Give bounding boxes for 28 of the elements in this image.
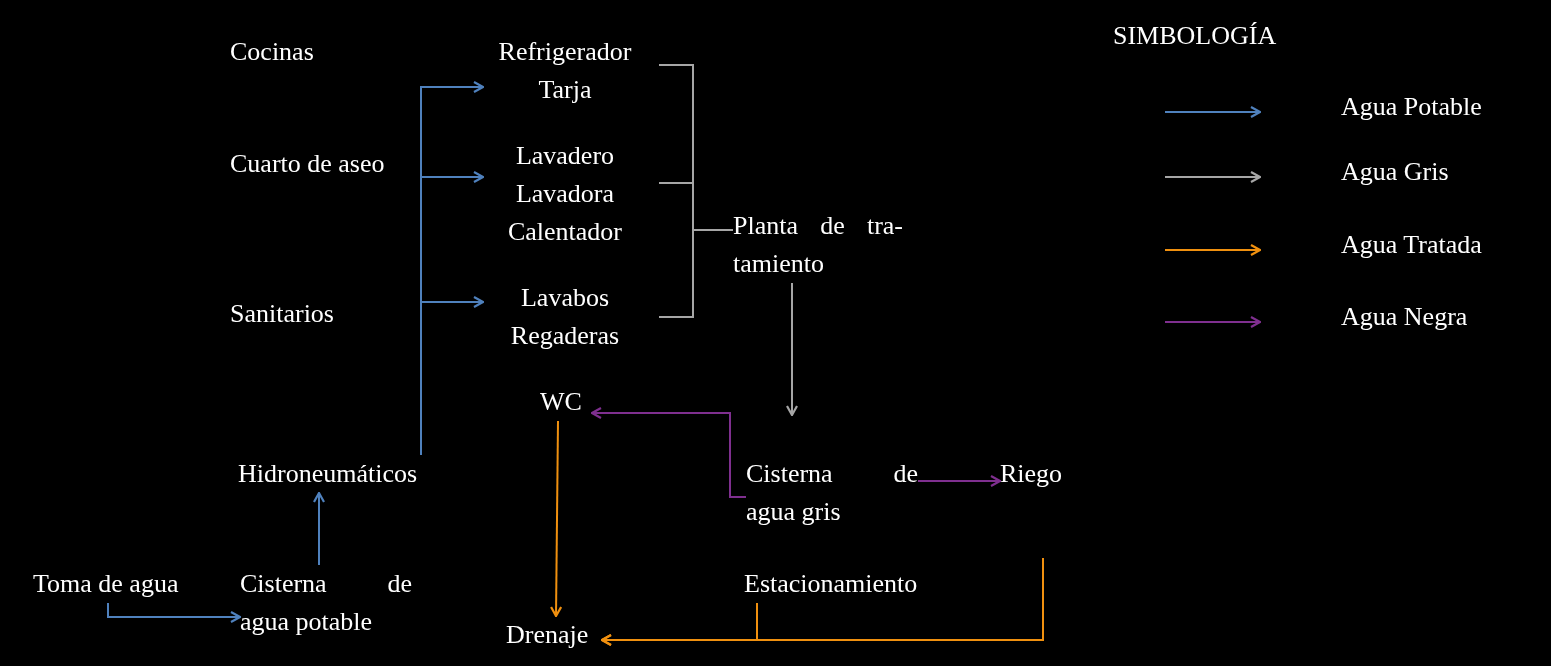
node-label: Sanitarios <box>230 298 335 330</box>
arrow <box>420 295 485 456</box>
node-label: Lavadero Lavadora Calentador <box>506 140 624 248</box>
arrow <box>107 602 242 624</box>
node-label: Refrigerador Tarja <box>497 36 633 106</box>
node-label: WC <box>539 386 583 418</box>
node-label: Cisterna de agua gris <box>746 458 918 528</box>
arrow <box>785 282 799 417</box>
legend-label: Agua Negra <box>1341 301 1468 333</box>
node-label: Planta de tra- tamiento <box>733 210 903 280</box>
node-label: Cocinas <box>230 36 315 68</box>
legend-label: Agua Gris <box>1341 156 1449 188</box>
arrow <box>590 406 747 498</box>
arrow <box>917 474 1002 488</box>
node-label: Riego <box>1000 458 1064 490</box>
legend-label: Agua Tratada <box>1341 229 1482 261</box>
node-label: Drenaje <box>506 619 590 651</box>
node-label: Lavabos Regaderas <box>509 282 621 352</box>
legend-title: SIMBOLOGÍA <box>1113 20 1277 52</box>
legend-label: Agua Potable <box>1341 91 1482 123</box>
node-label: Estacionamiento <box>744 568 919 600</box>
arrow <box>312 491 326 566</box>
arrow <box>550 420 563 618</box>
node-label: Cisterna de agua potable <box>240 568 412 638</box>
node-label: Hidroneumáticos <box>238 458 418 490</box>
arrow <box>600 602 758 647</box>
node-label: Cuarto de aseo <box>230 148 386 180</box>
node-label: Toma de agua <box>33 568 180 600</box>
